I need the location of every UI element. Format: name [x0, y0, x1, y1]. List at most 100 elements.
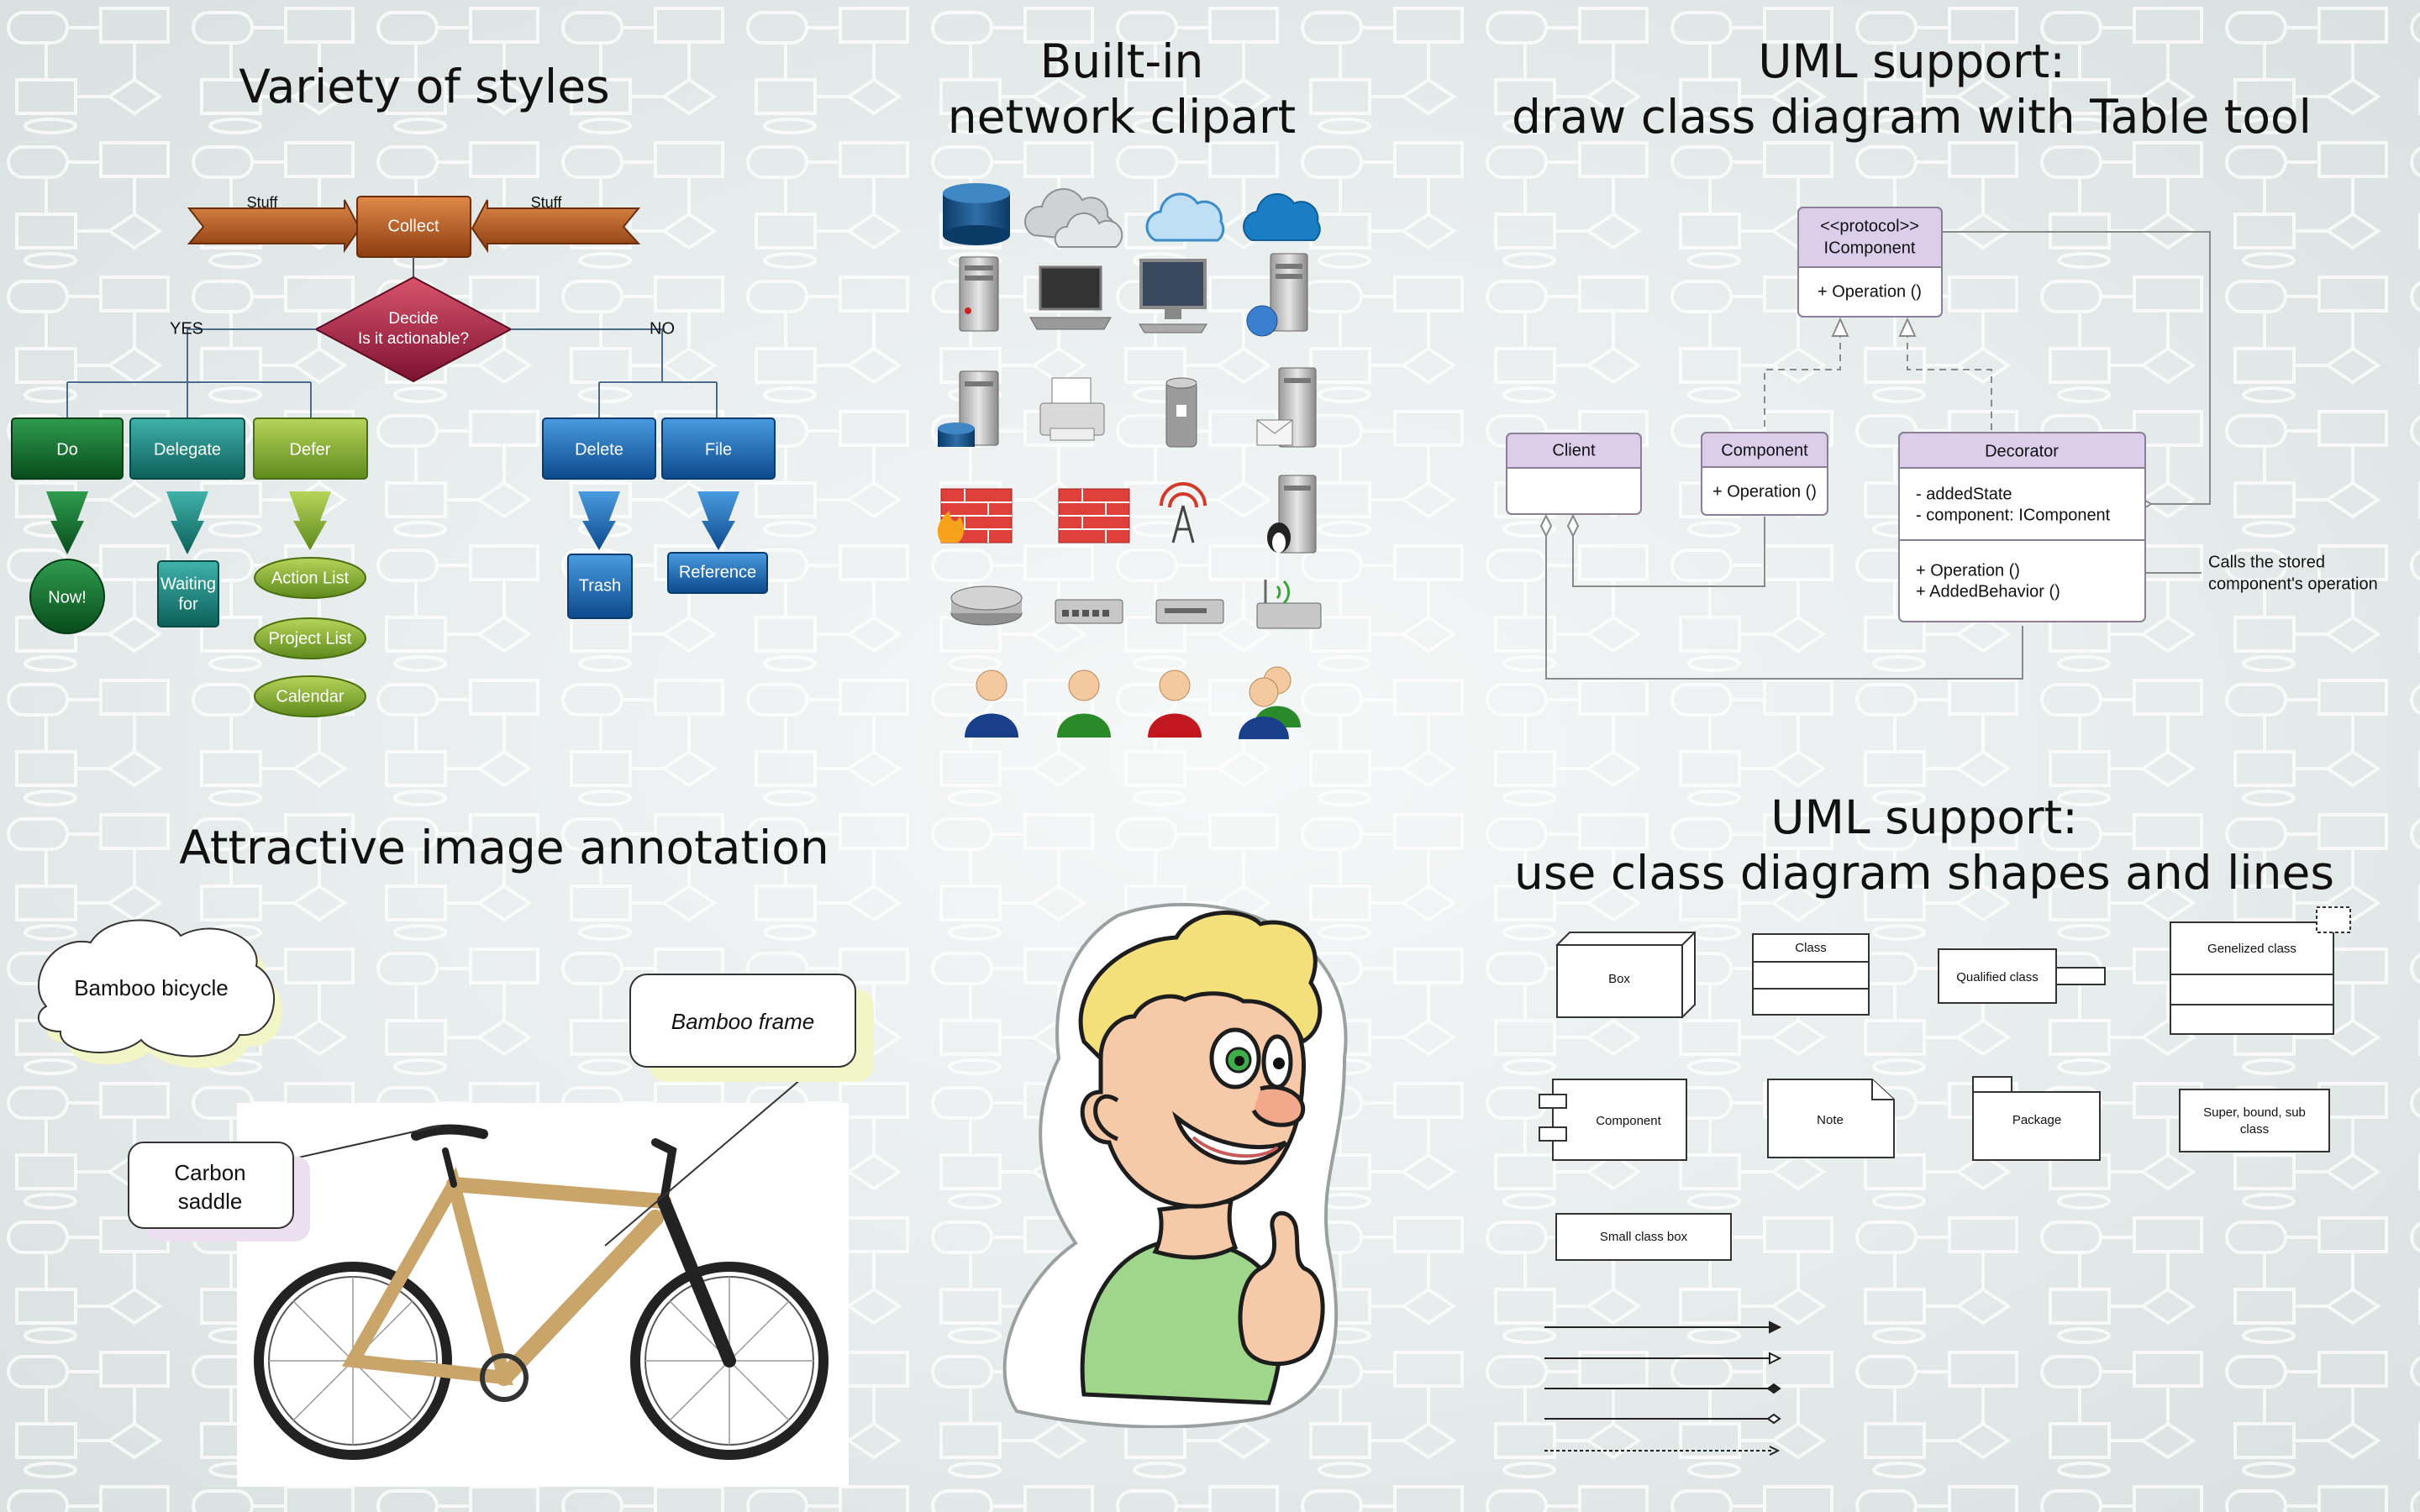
reference-label: Reference: [679, 563, 756, 581]
action-list-label: Action List: [271, 569, 350, 587]
box-label: Box: [1608, 972, 1630, 986]
mail-server-icon: [1256, 367, 1317, 448]
decide-diamond[interactable]: [313, 276, 513, 383]
action-list-node[interactable]: [254, 557, 366, 599]
calendar-node[interactable]: [254, 675, 366, 717]
defer-box[interactable]: [253, 417, 368, 480]
super-line2: class: [2240, 1122, 2269, 1137]
icomponent-name: IComponent: [1824, 239, 1916, 257]
delegate-label: Delegate: [154, 440, 221, 459]
laptop-icon: [1029, 265, 1112, 330]
waiting-line2: for: [178, 595, 198, 613]
printer-icon: [1039, 377, 1105, 441]
uml-line-aggregation[interactable]: [1544, 1413, 1781, 1425]
carbon-saddle-callout[interactable]: Carbon saddle: [128, 1142, 310, 1242]
decorator-op-operation: + Operation (): [1916, 561, 2020, 580]
server-icon: [959, 256, 999, 332]
now-label: Now!: [48, 588, 87, 606]
uml-small-class-box-shape[interactable]: [1555, 1213, 1732, 1261]
title-built-in-clipart: Built-in network clipart: [908, 34, 1336, 144]
note-label: Note: [1817, 1113, 1844, 1127]
qualified-class-label: Qualified class: [1956, 970, 2039, 984]
bicycle-photo: [237, 1103, 849, 1487]
do-down-arrow: [46, 491, 88, 554]
router-icon: [950, 585, 1023, 626]
title-uml-table-line2: draw class diagram with Table tool: [1512, 90, 2312, 144]
wireless-router-icon: [1256, 580, 1322, 629]
project-list-node[interactable]: [254, 617, 366, 659]
now-node[interactable]: [29, 559, 105, 634]
uml-line-dependency[interactable]: [1544, 1446, 1781, 1456]
protocol-label: <<protocol>>: [1820, 217, 1919, 235]
delete-box[interactable]: [542, 417, 656, 480]
defer-down-arrow: [289, 491, 331, 550]
client-class[interactable]: Client: [1506, 433, 1642, 515]
uml-box-shape[interactable]: [1555, 932, 1696, 1019]
project-list-label: Project List: [269, 629, 352, 648]
delegate-box[interactable]: [129, 417, 245, 480]
uml-note-shape[interactable]: [1767, 1079, 1895, 1158]
title-uml-shapes-line1: UML support:: [1770, 790, 2078, 844]
user-group-icon: [1239, 666, 1301, 739]
cloud-grey-icon: [1024, 188, 1123, 248]
class-label: Class: [1795, 941, 1827, 955]
bamboo-bicycle-cloud[interactable]: Bamboo bicycle: [38, 919, 283, 1068]
title-uml-table-line1: UML support:: [1758, 34, 2065, 88]
title-image-annotation: Attractive image annotation: [179, 821, 829, 874]
stuff-right-label: Stuff: [531, 194, 563, 211]
bamboo-bicycle-image: [254, 1124, 829, 1460]
bamboo-frame-label: Bamboo frame: [671, 1009, 815, 1034]
super-line1: Super, bound, sub: [2203, 1105, 2306, 1120]
image-annotation: Bamboo bicycle Bamboo frame Carbon saddl…: [38, 919, 874, 1487]
do-box[interactable]: [11, 417, 124, 480]
uml-qualified-class-shape[interactable]: [1938, 948, 2106, 1004]
icomponent-operation: + Operation (): [1818, 282, 1922, 301]
file-box[interactable]: [661, 417, 776, 480]
title-clipart-line1: Built-in: [1039, 34, 1204, 88]
cartoon-thumbs-up-character: [1002, 902, 1348, 1428]
title-uml-shapes-line2: use class diagram shapes and lines: [1513, 846, 2334, 900]
icomponent-class[interactable]: <<protocol>> IComponent + Operation (): [1797, 207, 1943, 318]
title-uml-table: UML support: draw class diagram with Tab…: [1479, 34, 2344, 144]
uml-super-bound-sub-class-shape[interactable]: [2179, 1089, 2330, 1152]
component-name: Component: [1721, 441, 1808, 459]
decorator-class[interactable]: Decorator - addedState - component: ICom…: [1898, 432, 2146, 622]
file-label: File: [705, 440, 732, 459]
uml-line-composition[interactable]: [1544, 1383, 1781, 1394]
waiting-node[interactable]: [157, 560, 219, 627]
carbon-line2: saddle: [178, 1189, 243, 1214]
reference-node[interactable]: [667, 552, 768, 594]
bamboo-bicycle-label: Bamboo bicycle: [74, 975, 229, 1000]
no-label: NO: [650, 319, 675, 338]
hub-icon: [1155, 599, 1224, 624]
uml-class-shape[interactable]: [1752, 933, 1870, 1016]
stuff-arrow-right: [471, 199, 641, 254]
decorator-name: Decorator: [1985, 442, 2059, 460]
uml-line-association[interactable]: [1544, 1320, 1782, 1334]
trash-node[interactable]: [567, 554, 633, 619]
trash-label: Trash: [579, 576, 621, 595]
file-down-arrow: [697, 491, 739, 550]
collect-label: Collect: [387, 217, 439, 235]
uml-package-shape[interactable]: [1972, 1076, 2101, 1161]
uml-line-generalization[interactable]: [1544, 1352, 1782, 1365]
uml-genelized-class-shape[interactable]: [2170, 906, 2351, 1035]
calendar-label: Calendar: [276, 687, 345, 706]
component-class[interactable]: Component + Operation (): [1701, 432, 1828, 516]
decorator-op-added-behavior: + AddedBehavior (): [1916, 582, 2060, 601]
flowchart: Stuff Stuff Collect Decide Is it actiona…: [11, 194, 776, 717]
cloud-light-blue-icon: [1145, 192, 1225, 242]
uml-component-shape[interactable]: [1539, 1079, 1687, 1161]
genelized-class-label: Genelized class: [2207, 942, 2296, 956]
decorator-attr-added-state: - addedState: [1916, 485, 2012, 503]
bamboo-frame-callout[interactable]: Bamboo frame: [629, 974, 874, 1082]
note-line2: component's operation: [2208, 575, 2378, 593]
user-blue-icon: [965, 669, 1018, 738]
stuff-left-label: Stuff: [247, 194, 279, 211]
user-red-icon: [1148, 669, 1202, 738]
ups-icon: [1165, 377, 1197, 448]
note-line1: Calls the stored: [2208, 553, 2325, 571]
network-clipart-grid: [937, 183, 1322, 739]
waiting-line1: Waiting: [160, 575, 216, 593]
decide-line2: Is it actionable?: [358, 330, 469, 348]
